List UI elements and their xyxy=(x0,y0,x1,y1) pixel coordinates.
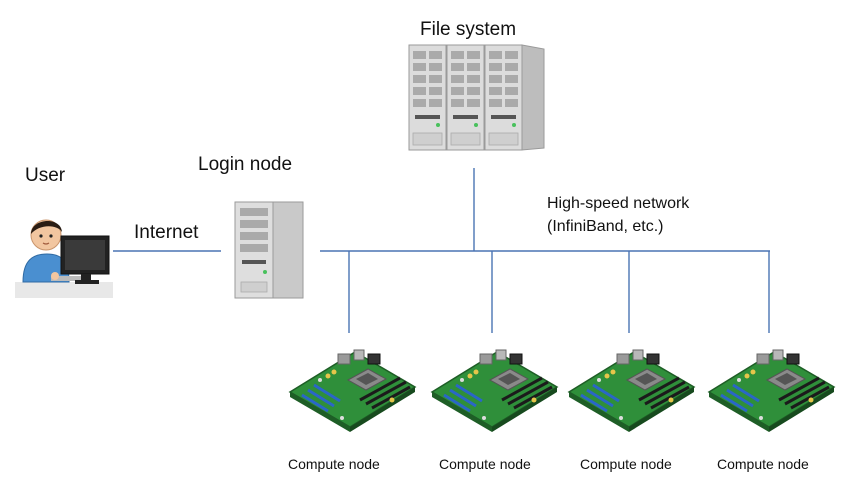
motherboard-icon xyxy=(430,348,559,434)
server-tower-icon xyxy=(234,201,304,299)
file-system-label: File system xyxy=(420,19,517,40)
network-lines xyxy=(113,168,770,333)
login-node-label: Login node xyxy=(198,154,293,175)
motherboard-icon xyxy=(707,348,836,434)
compute-node-label: Compute node xyxy=(580,456,672,472)
internet-label: Internet xyxy=(134,222,199,243)
motherboard-icon xyxy=(288,348,417,434)
compute-node-label: Compute node xyxy=(288,456,380,472)
server-rack-icon xyxy=(408,44,545,151)
user-at-computer-icon xyxy=(15,219,113,298)
compute-node-label: Compute node xyxy=(717,456,809,472)
network-label-line1: High-speed network xyxy=(547,195,690,212)
motherboard-icon xyxy=(567,348,696,434)
network-label-line2: (InfiniBand, etc.) xyxy=(547,218,664,235)
compute-node-label: Compute node xyxy=(439,456,531,472)
user-label: User xyxy=(25,165,66,186)
